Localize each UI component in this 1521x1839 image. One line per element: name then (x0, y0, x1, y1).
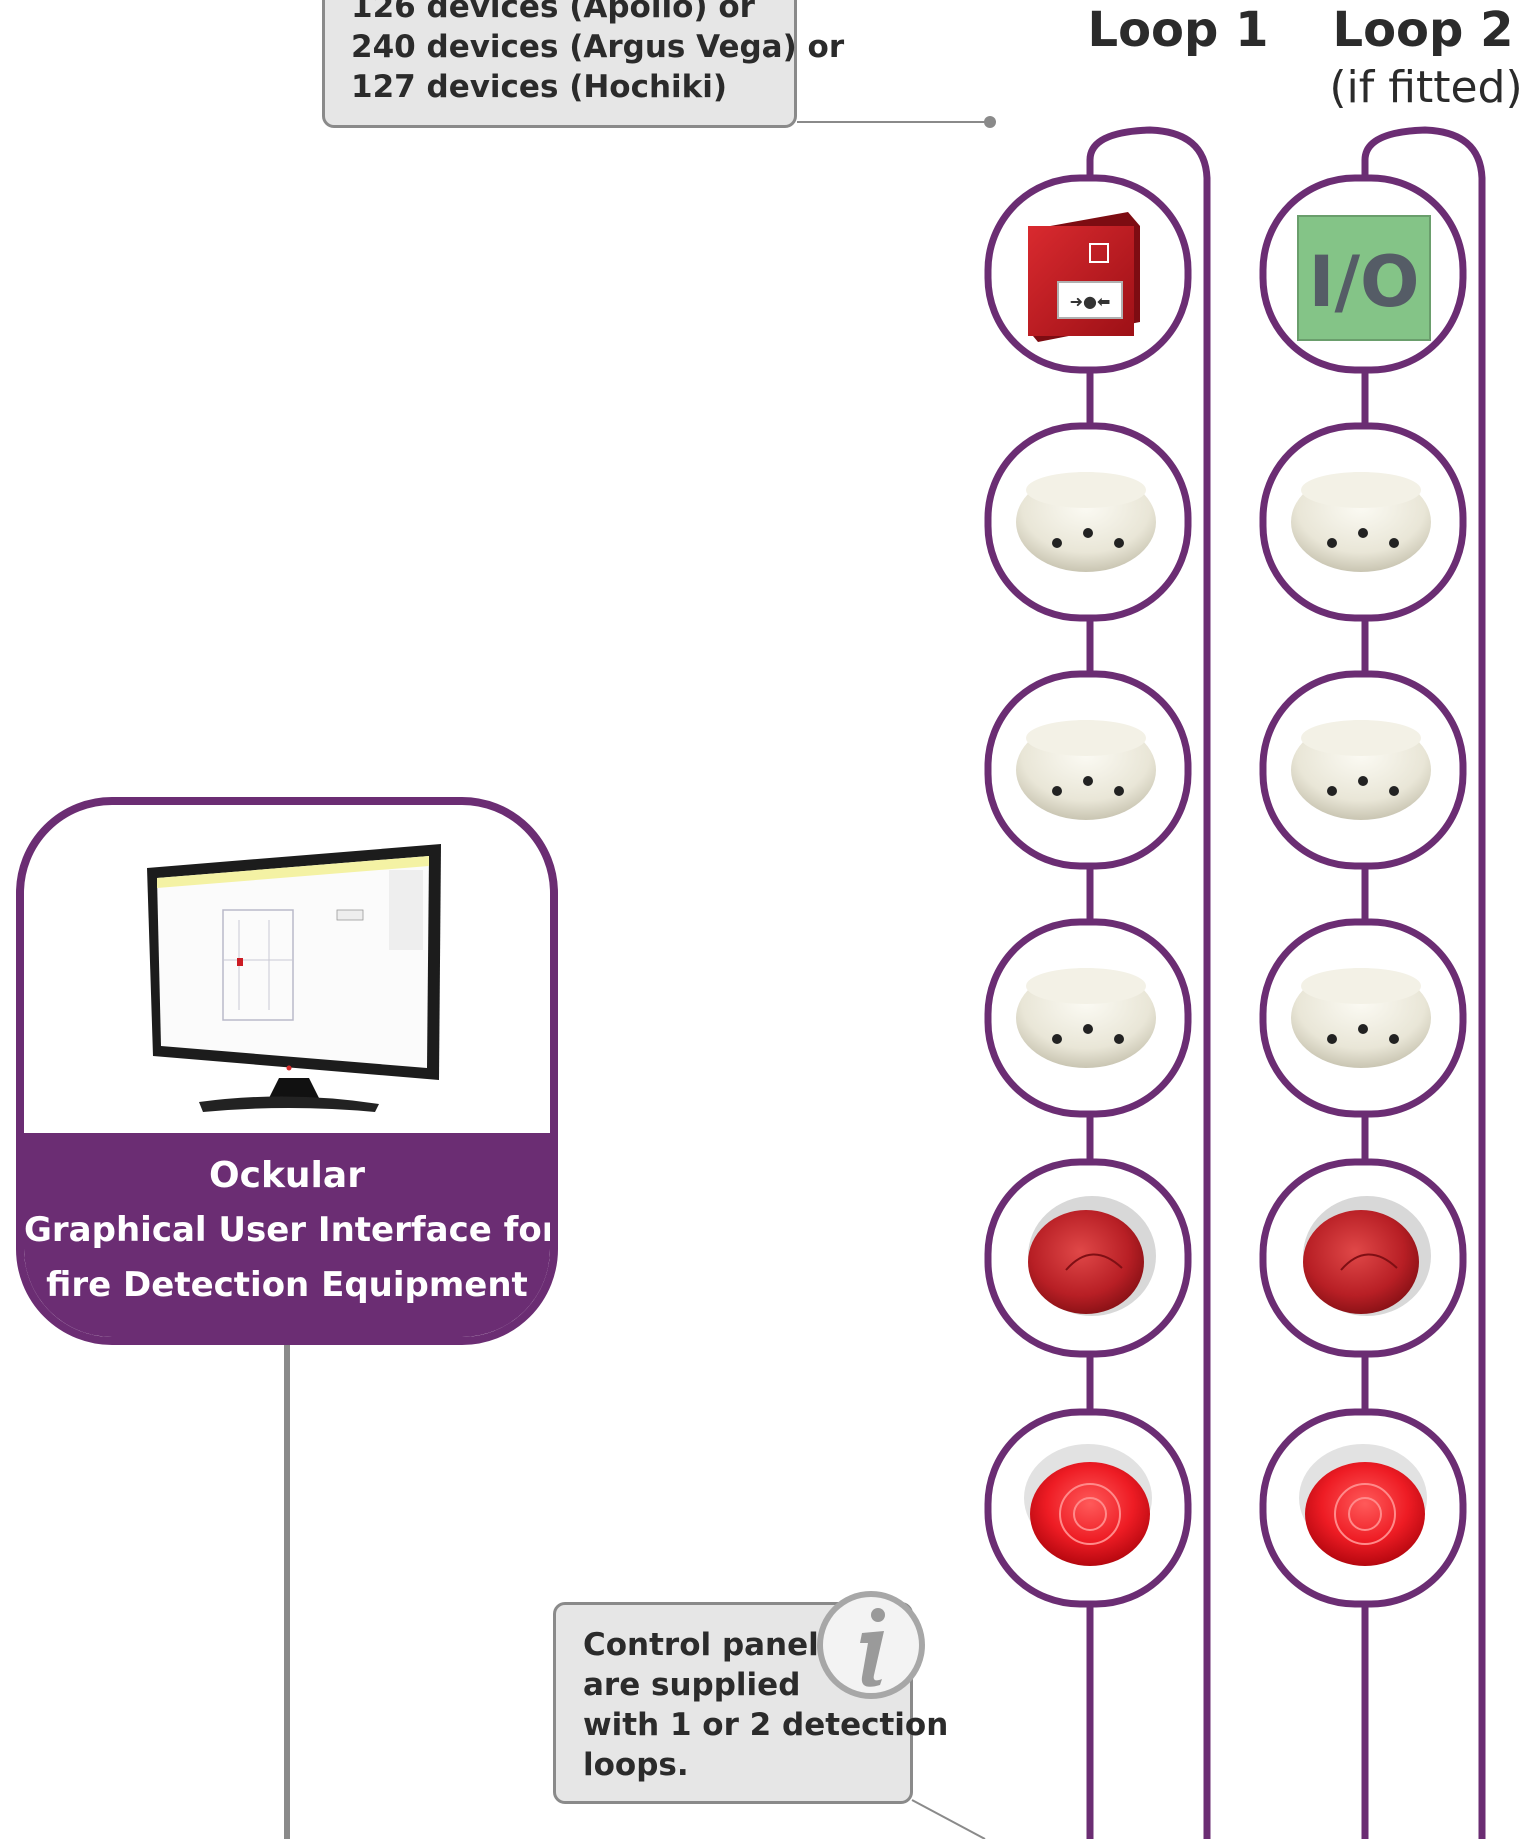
loop2-subtitle: (if fitted) (1329, 62, 1521, 113)
gui-subtitle-line: fire Detection Equipment (46, 1265, 528, 1305)
loop1-device-6 (984, 1408, 1192, 1608)
smoke-detector-icon (1016, 472, 1156, 572)
callout-line: with 1 or 2 detection (583, 1707, 949, 1743)
callout-line: 240 devices (Argus Vega) or (351, 29, 845, 65)
callout-line: are supplied (583, 1667, 801, 1703)
loop2-device-3 (1259, 670, 1467, 870)
io-module-icon: I/O (1297, 215, 1431, 341)
gui-title: Ockular (209, 1155, 365, 1196)
sounder-icon (1028, 1196, 1156, 1316)
io-module-label: I/O (1308, 241, 1419, 323)
info-callout-connector (911, 1799, 986, 1839)
loop1-device-1: ➜●⬅ (984, 174, 1192, 374)
loop2-device-5 (1259, 1158, 1467, 1358)
monitor-icon (147, 844, 441, 1112)
top-callout-connector-dot (984, 116, 996, 128)
loop1-title: Loop 1 (1087, 2, 1269, 58)
loop2-device-2 (1259, 422, 1467, 622)
loop2-wiring (1361, 126, 1486, 1839)
loop2-title: Loop 2 (1332, 2, 1514, 58)
gui-caption: Ockular Graphical User Interface for fir… (24, 1133, 550, 1337)
smoke-detector-icon (1016, 720, 1156, 820)
manual-call-point-icon: ➜●⬅ (1028, 212, 1140, 342)
smoke-detector-icon (1291, 968, 1431, 1068)
loop1-device-3 (984, 670, 1192, 870)
callout-line: 126 devices (Apollo) or (351, 0, 755, 25)
gui-subtitle-line: Graphical User Interface for (24, 1210, 558, 1250)
svg-text:➜●⬅: ➜●⬅ (1070, 292, 1111, 311)
beacon-icon (1299, 1444, 1427, 1566)
loop1-device-2 (984, 422, 1192, 622)
loop1-wiring (1086, 126, 1211, 1839)
callout-line: 127 devices (Hochiki) (351, 69, 728, 105)
device-count-callout: 126 devices (Apollo) or 240 devices (Arg… (322, 0, 845, 128)
ockular-gui-card: Ockular Graphical User Interface for fir… (16, 797, 558, 1345)
loop2-device-1: I/O (1259, 174, 1467, 374)
loop1-device-5 (984, 1158, 1192, 1358)
loop2-device-6 (1259, 1408, 1467, 1608)
smoke-detector-icon (1016, 968, 1156, 1068)
beacon-icon (1024, 1444, 1152, 1566)
loop1-device-4 (984, 918, 1192, 1118)
loop2-device-4 (1259, 918, 1467, 1118)
callout-line: Control panels (583, 1627, 838, 1663)
smoke-detector-icon (1291, 472, 1431, 572)
smoke-detector-icon (1291, 720, 1431, 820)
info-icon (817, 1591, 925, 1699)
callout-line: loops. (583, 1747, 689, 1783)
sounder-icon (1303, 1196, 1431, 1316)
